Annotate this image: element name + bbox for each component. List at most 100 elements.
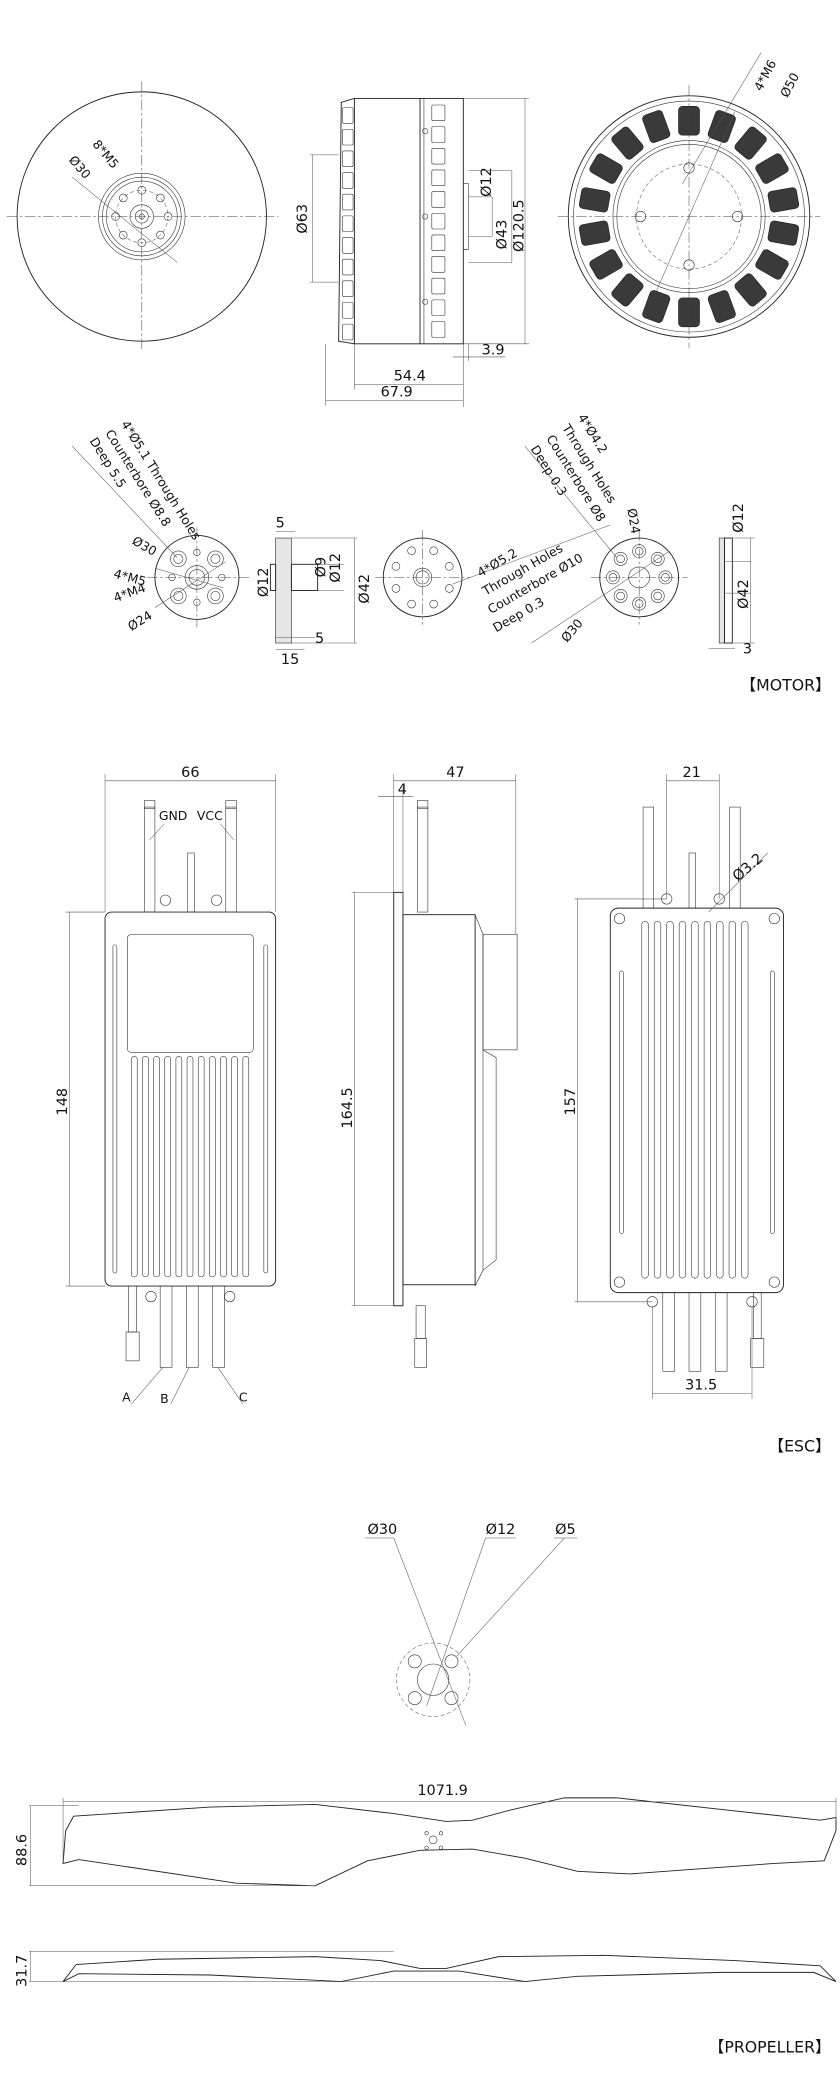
hub-d30: Ø30 bbox=[368, 1522, 398, 1538]
adapter-3-d24: Ø24 bbox=[624, 507, 643, 535]
adapter-1-d9: Ø9 bbox=[314, 557, 330, 578]
adapter-1-l15: 15 bbox=[281, 652, 299, 668]
motor-side-view: Ø63 Ø12 Ø43 Ø120.5 3.9 54.4 67.9 bbox=[295, 97, 529, 407]
rotor-fin bbox=[342, 323, 354, 341]
propeller-length: 1071.9 bbox=[417, 1783, 467, 1799]
dim-d43: Ø43 bbox=[495, 220, 511, 250]
adapter-1-t5b: 5 bbox=[315, 631, 324, 647]
counterbore-hole bbox=[613, 589, 628, 603]
screw bbox=[422, 298, 429, 305]
stator-slot bbox=[589, 249, 623, 280]
propeller-top-view: 1071.9 88.6 bbox=[14, 1783, 837, 1887]
rotor-fin bbox=[342, 302, 354, 319]
counterbore-hole bbox=[613, 551, 628, 566]
heatsink-fin bbox=[220, 1056, 227, 1278]
stator-slot bbox=[707, 290, 736, 323]
heatsink-fin bbox=[142, 1056, 149, 1278]
heatsink-fin bbox=[175, 1056, 183, 1278]
heatsink-fin bbox=[130, 1056, 138, 1278]
heatsink-fin bbox=[186, 1056, 194, 1278]
heatsink-fin bbox=[653, 920, 662, 1279]
back-pcd-label: Ø50 bbox=[777, 70, 802, 100]
stator-slot bbox=[611, 126, 644, 160]
vcc-label: VCC bbox=[197, 808, 223, 823]
bolt-hole bbox=[156, 230, 165, 240]
adapter-1-section: 5 Ø9 Ø12 Ø12 Ø42 5 15 bbox=[256, 516, 373, 668]
adapter-3-front: 4*Ø4.2 Through Holes Counterbore Ø8 Deep… bbox=[524, 411, 688, 645]
heatsink-fin bbox=[197, 1056, 205, 1278]
adapter-3-d42: Ø42 bbox=[736, 579, 752, 609]
esc-side-view: 47 4 164.5 bbox=[340, 765, 518, 1368]
stator-slot bbox=[611, 273, 644, 307]
bolt-hole bbox=[156, 193, 165, 203]
vent-slot bbox=[431, 191, 446, 208]
dim-54-4: 54.4 bbox=[394, 369, 426, 385]
bolt-hole bbox=[119, 193, 128, 203]
adapter-3-d30: Ø30 bbox=[558, 616, 586, 645]
heatsink-fin bbox=[666, 920, 674, 1279]
esc-hole-spacing-21: 21 bbox=[682, 765, 700, 781]
vent-slot bbox=[431, 321, 446, 338]
counterbore-hole bbox=[210, 553, 221, 564]
esc-section-label: 【ESC】 bbox=[768, 1436, 830, 1455]
esc-height-157: 157 bbox=[563, 1088, 579, 1116]
stator-slot bbox=[707, 110, 736, 143]
adapter-1-d42: Ø42 bbox=[357, 574, 373, 604]
adapter-1-t5a: 5 bbox=[276, 516, 285, 532]
esc-width-66: 66 bbox=[181, 765, 199, 781]
vent-slot bbox=[431, 126, 446, 143]
through-hole bbox=[429, 546, 438, 555]
heatsink-fin bbox=[691, 920, 699, 1279]
hub-d5: Ø5 bbox=[555, 1522, 576, 1538]
side-rail bbox=[263, 944, 269, 1274]
rotor-fin bbox=[342, 107, 354, 124]
rotor-fin bbox=[342, 215, 354, 232]
stator-slot bbox=[578, 187, 611, 213]
through-hole bbox=[407, 599, 416, 609]
adapter-3-d12: Ø12 bbox=[731, 503, 747, 533]
front-bolt-label: 8*M5 bbox=[90, 137, 123, 172]
counterbore-hole bbox=[653, 591, 662, 601]
motor-section-label: 【MOTOR】 bbox=[740, 675, 830, 694]
rotor-fin bbox=[342, 150, 354, 167]
stator-slot bbox=[589, 153, 623, 184]
vent-slot bbox=[431, 169, 446, 186]
heatsink-fin bbox=[231, 1056, 238, 1278]
heatsink-fin bbox=[209, 1056, 216, 1278]
dim-d120-5: Ø120.5 bbox=[512, 199, 528, 252]
propeller-thickness: 31.7 bbox=[14, 1955, 30, 1987]
vent-slot bbox=[431, 147, 446, 165]
heatsink-fin bbox=[716, 920, 724, 1279]
counterbore-hole bbox=[170, 550, 187, 568]
front-pcd-label: Ø30 bbox=[66, 152, 94, 181]
through-hole bbox=[407, 546, 416, 555]
side-rail bbox=[112, 944, 118, 1274]
rotor-fin bbox=[342, 172, 354, 189]
counterbore-hole bbox=[616, 554, 625, 564]
heatsink-fin bbox=[678, 920, 687, 1279]
adapter-1-d30: Ø30 bbox=[130, 533, 160, 559]
vent-slot bbox=[431, 277, 446, 295]
stator-slot bbox=[642, 110, 671, 143]
through-hole bbox=[429, 599, 438, 609]
stator-slot bbox=[767, 220, 800, 246]
gnd-label: GND bbox=[159, 808, 188, 823]
rotor-fin bbox=[342, 237, 354, 254]
stator-slot bbox=[755, 249, 789, 280]
rotor-fin bbox=[342, 128, 354, 146]
stator-slot bbox=[734, 126, 767, 160]
esc-height-164-5: 164.5 bbox=[340, 1087, 356, 1128]
counterbore-hole bbox=[650, 551, 665, 566]
dim-3-9: 3.9 bbox=[482, 342, 505, 358]
adapter-3-section: Ø12 Ø42 3 bbox=[708, 503, 755, 658]
counterbore-hole bbox=[653, 554, 662, 564]
counterbore-hole bbox=[170, 587, 187, 605]
counterbore-hole bbox=[173, 553, 184, 564]
adapter-1-d12a: Ø12 bbox=[256, 567, 272, 597]
propeller-chord: 88.6 bbox=[14, 1834, 30, 1866]
heatsink-fin bbox=[703, 920, 711, 1279]
side-rail bbox=[770, 970, 775, 1234]
phase-c-label: C bbox=[239, 1390, 248, 1405]
heatsink-fin bbox=[242, 1056, 250, 1278]
